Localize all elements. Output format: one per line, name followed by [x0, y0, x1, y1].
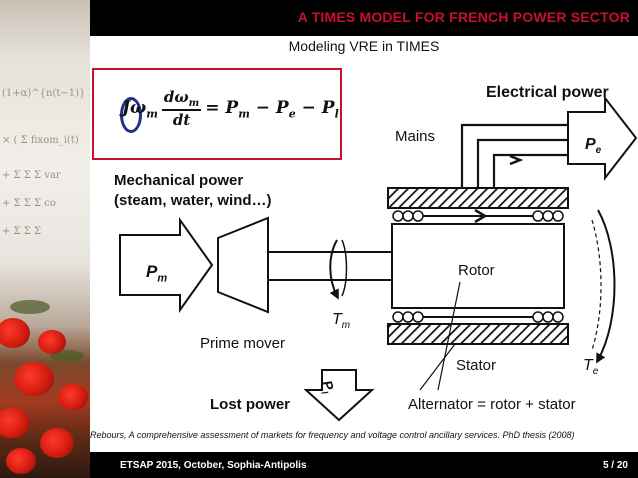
citation: Rebours, A comprehensive assessment of m…	[90, 430, 575, 440]
poppy-shape	[0, 408, 30, 438]
poppy-shape	[0, 318, 30, 348]
label-mechanical-power: Mechanical power	[114, 172, 244, 189]
bottom-windings	[392, 311, 564, 323]
label-pm: Pm	[146, 262, 168, 285]
math-fragment: + Σ Σ Σ co	[2, 198, 56, 209]
poppy-shape	[58, 384, 88, 410]
label-pe: Pe	[585, 136, 602, 157]
label-lost-power: Lost power	[210, 396, 291, 413]
label-prime-mover: Prime mover	[200, 335, 286, 352]
footer-event: ETSAP 2015, October, Sophia-Antipolis	[120, 460, 307, 471]
label-alternator: Alternator = rotor + stator	[408, 396, 576, 413]
stator-bottom	[387, 323, 569, 345]
header-bar: A TIMES MODEL FOR FRENCH POWER SECTOR	[90, 0, 638, 36]
mains-lines	[460, 123, 568, 188]
page-number: 5 / 20	[602, 460, 628, 471]
poppy-shape	[6, 448, 36, 474]
poppy-shape	[14, 362, 54, 396]
math-fragment: + Σ Σ Σ var	[2, 170, 61, 181]
highlight-circle	[120, 97, 142, 133]
label-rotor: Rotor	[458, 262, 495, 279]
leaf-shape	[50, 350, 84, 362]
label-te: Te	[583, 357, 599, 378]
math-fragment: (1+α)^{n(t−1)} Σ_{i∈TCH}	[2, 88, 90, 99]
pe-arrow	[567, 95, 638, 181]
footer-bar: ETSAP 2015, October, Sophia-Antipolis 5 …	[90, 452, 638, 478]
math-fragment: + Σ Σ Σ	[2, 226, 42, 237]
poppy-shape	[38, 330, 66, 354]
leaf-shape	[10, 300, 50, 314]
math-fragment: × ( Σ fixom_i(t)	[2, 135, 79, 146]
shaft	[267, 251, 399, 281]
stator-top	[387, 187, 569, 209]
te-torque-arrow	[596, 209, 616, 364]
label-stator: Stator	[456, 357, 497, 374]
stator-pointer	[419, 343, 456, 391]
slide-subtitle: Modeling VRE in TIMES	[288, 38, 440, 54]
rotor-pointer	[437, 281, 461, 391]
prime-mover-shape	[217, 216, 269, 314]
tm-torque-arrow	[329, 239, 339, 300]
generator-diagram	[119, 95, 638, 422]
decorative-left-panel: (1+α)^{n(t−1)} Σ_{i∈TCH} × ( Σ fixom_i(t…	[0, 0, 90, 478]
label-mechanical-power-sources: (steam, water, wind…)	[114, 192, 272, 209]
pl-arrow	[303, 369, 375, 422]
poppy-shape	[40, 428, 74, 458]
rotor-shape	[391, 223, 565, 309]
label-mains: Mains	[395, 128, 436, 145]
label-tm: Tm	[332, 311, 351, 332]
label-electrical-power: Electrical power	[486, 84, 609, 101]
pm-arrow	[119, 216, 214, 314]
slide-title: A TIMES MODEL FOR FRENCH POWER SECTOR	[297, 9, 630, 25]
